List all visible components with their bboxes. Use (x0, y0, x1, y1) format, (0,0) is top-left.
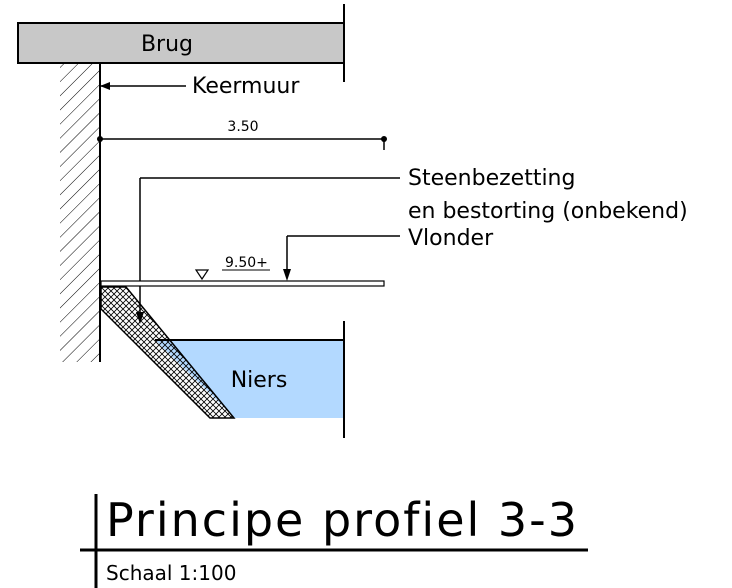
keermuur-arrowhead (100, 82, 110, 90)
deck-arrowhead (283, 269, 291, 281)
deck-plank (100, 280, 385, 287)
deck-label: Vlonder (408, 226, 494, 251)
bridge-label: Brug (141, 32, 193, 57)
river-label: Niers (231, 368, 288, 393)
level-mark-triangle (194, 269, 210, 281)
bridge-deck (17, 22, 345, 64)
title-scale: Schaal 1:100 (106, 561, 236, 585)
level-mark-label: 9.50+ (225, 255, 268, 271)
retaining-wall-hatch (60, 64, 100, 362)
stone-label-line-1: Steenbezetting (408, 166, 575, 191)
dimension-label: 3.50 (227, 119, 258, 135)
stone-revetment (100, 286, 236, 419)
dimension-dot-left (97, 136, 103, 142)
keermuur-label: Keermuur (192, 74, 300, 99)
stone-label-line-2: en bestorting (onbekend) (408, 199, 688, 224)
title-main: Principe profiel 3-3 (106, 493, 579, 547)
river-water (155, 340, 344, 418)
